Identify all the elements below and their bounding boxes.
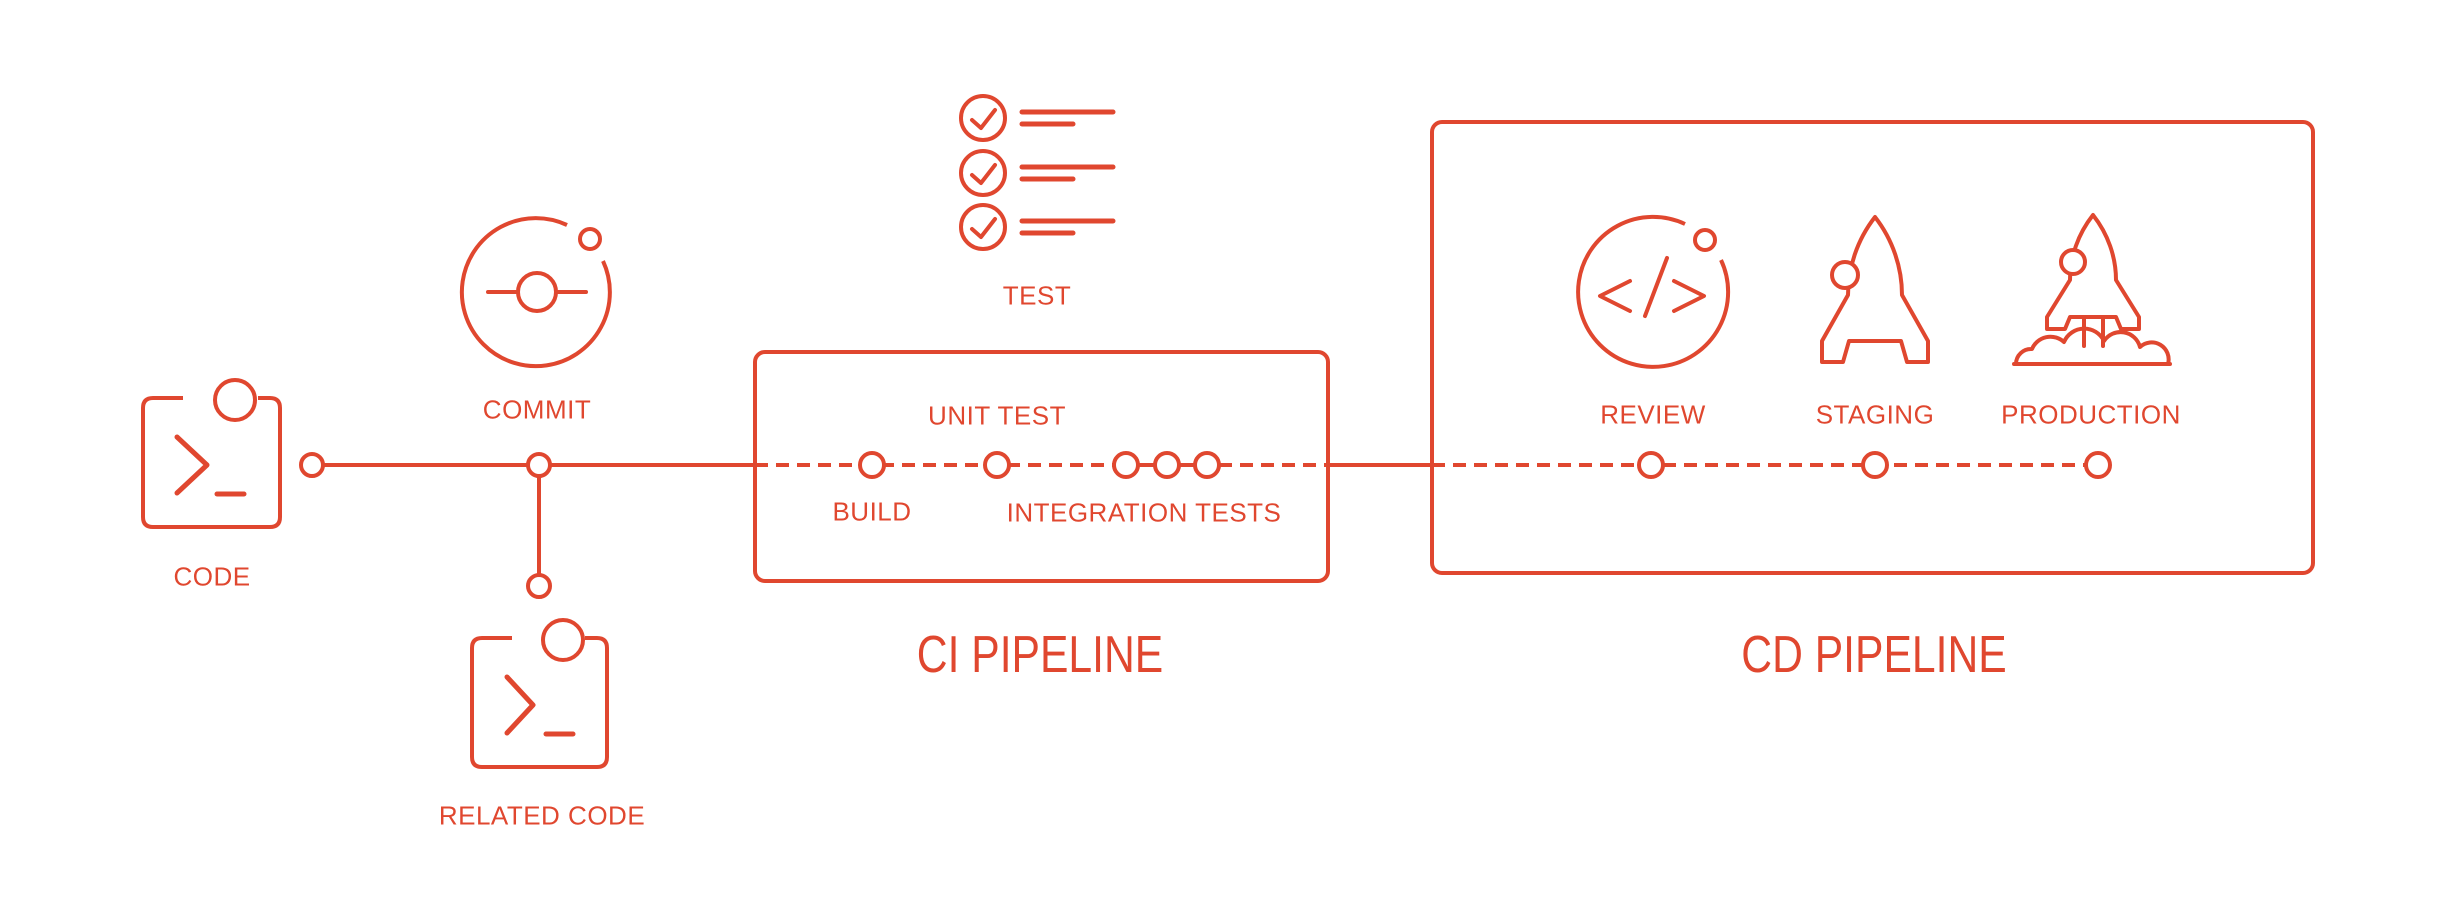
- commit-icon: [459, 216, 612, 369]
- ci-pipeline-title: CI PIPELINE: [916, 626, 1164, 684]
- node-production: [2084, 451, 2112, 479]
- build-label: BUILD: [832, 496, 912, 527]
- test-label: TEST: [1002, 280, 1072, 311]
- node-related-code: [526, 573, 552, 599]
- checklist-row: [959, 94, 1116, 142]
- launch-cloud: [2012, 326, 2172, 366]
- production-label: PRODUCTION: [2001, 399, 2181, 430]
- staging-rocket-icon: [1820, 215, 1930, 364]
- check-icon: [970, 217, 997, 239]
- code-label: CODE: [173, 561, 251, 592]
- checklist-row: [959, 203, 1116, 251]
- terminal-prompt-glyph: [504, 674, 536, 736]
- code-tag-glyph: [1598, 256, 1706, 318]
- pipeline-nodes: [299, 451, 2112, 599]
- check-icon: [970, 163, 997, 185]
- integration-tests-label: INTEGRATION TESTS: [1006, 497, 1282, 528]
- review-icon: [1576, 214, 1731, 369]
- terminal-prompt-glyph: [174, 434, 210, 496]
- review-label: REVIEW: [1600, 399, 1706, 430]
- checklist-row: [959, 149, 1116, 197]
- cd-pipeline-title: CD PIPELINE: [1741, 626, 2007, 684]
- check-icon: [970, 108, 997, 130]
- node-staging: [1861, 451, 1889, 479]
- rocket-window: [2059, 248, 2087, 276]
- node-code: [299, 452, 325, 478]
- cd-pipeline-box: [1430, 120, 2315, 575]
- unit-test-label: UNIT TEST: [928, 400, 1066, 431]
- node-integration-1: [1112, 451, 1140, 479]
- commit-label: COMMIT: [482, 394, 592, 425]
- node-integration-3: [1193, 451, 1221, 479]
- node-commit-junction: [526, 452, 552, 478]
- production-rocket-icon: [2012, 213, 2172, 366]
- related-code-label: RELATED CODE: [438, 800, 646, 831]
- node-unit-test: [983, 451, 1011, 479]
- test-checklist-icon: [959, 94, 1116, 251]
- related-code-icon: [470, 618, 609, 769]
- node-build: [858, 451, 886, 479]
- staging-label: STAGING: [1815, 399, 1935, 430]
- rocket-window: [1830, 260, 1860, 290]
- node-integration-2: [1153, 451, 1181, 479]
- node-review: [1637, 451, 1665, 479]
- code-icon: [141, 378, 282, 529]
